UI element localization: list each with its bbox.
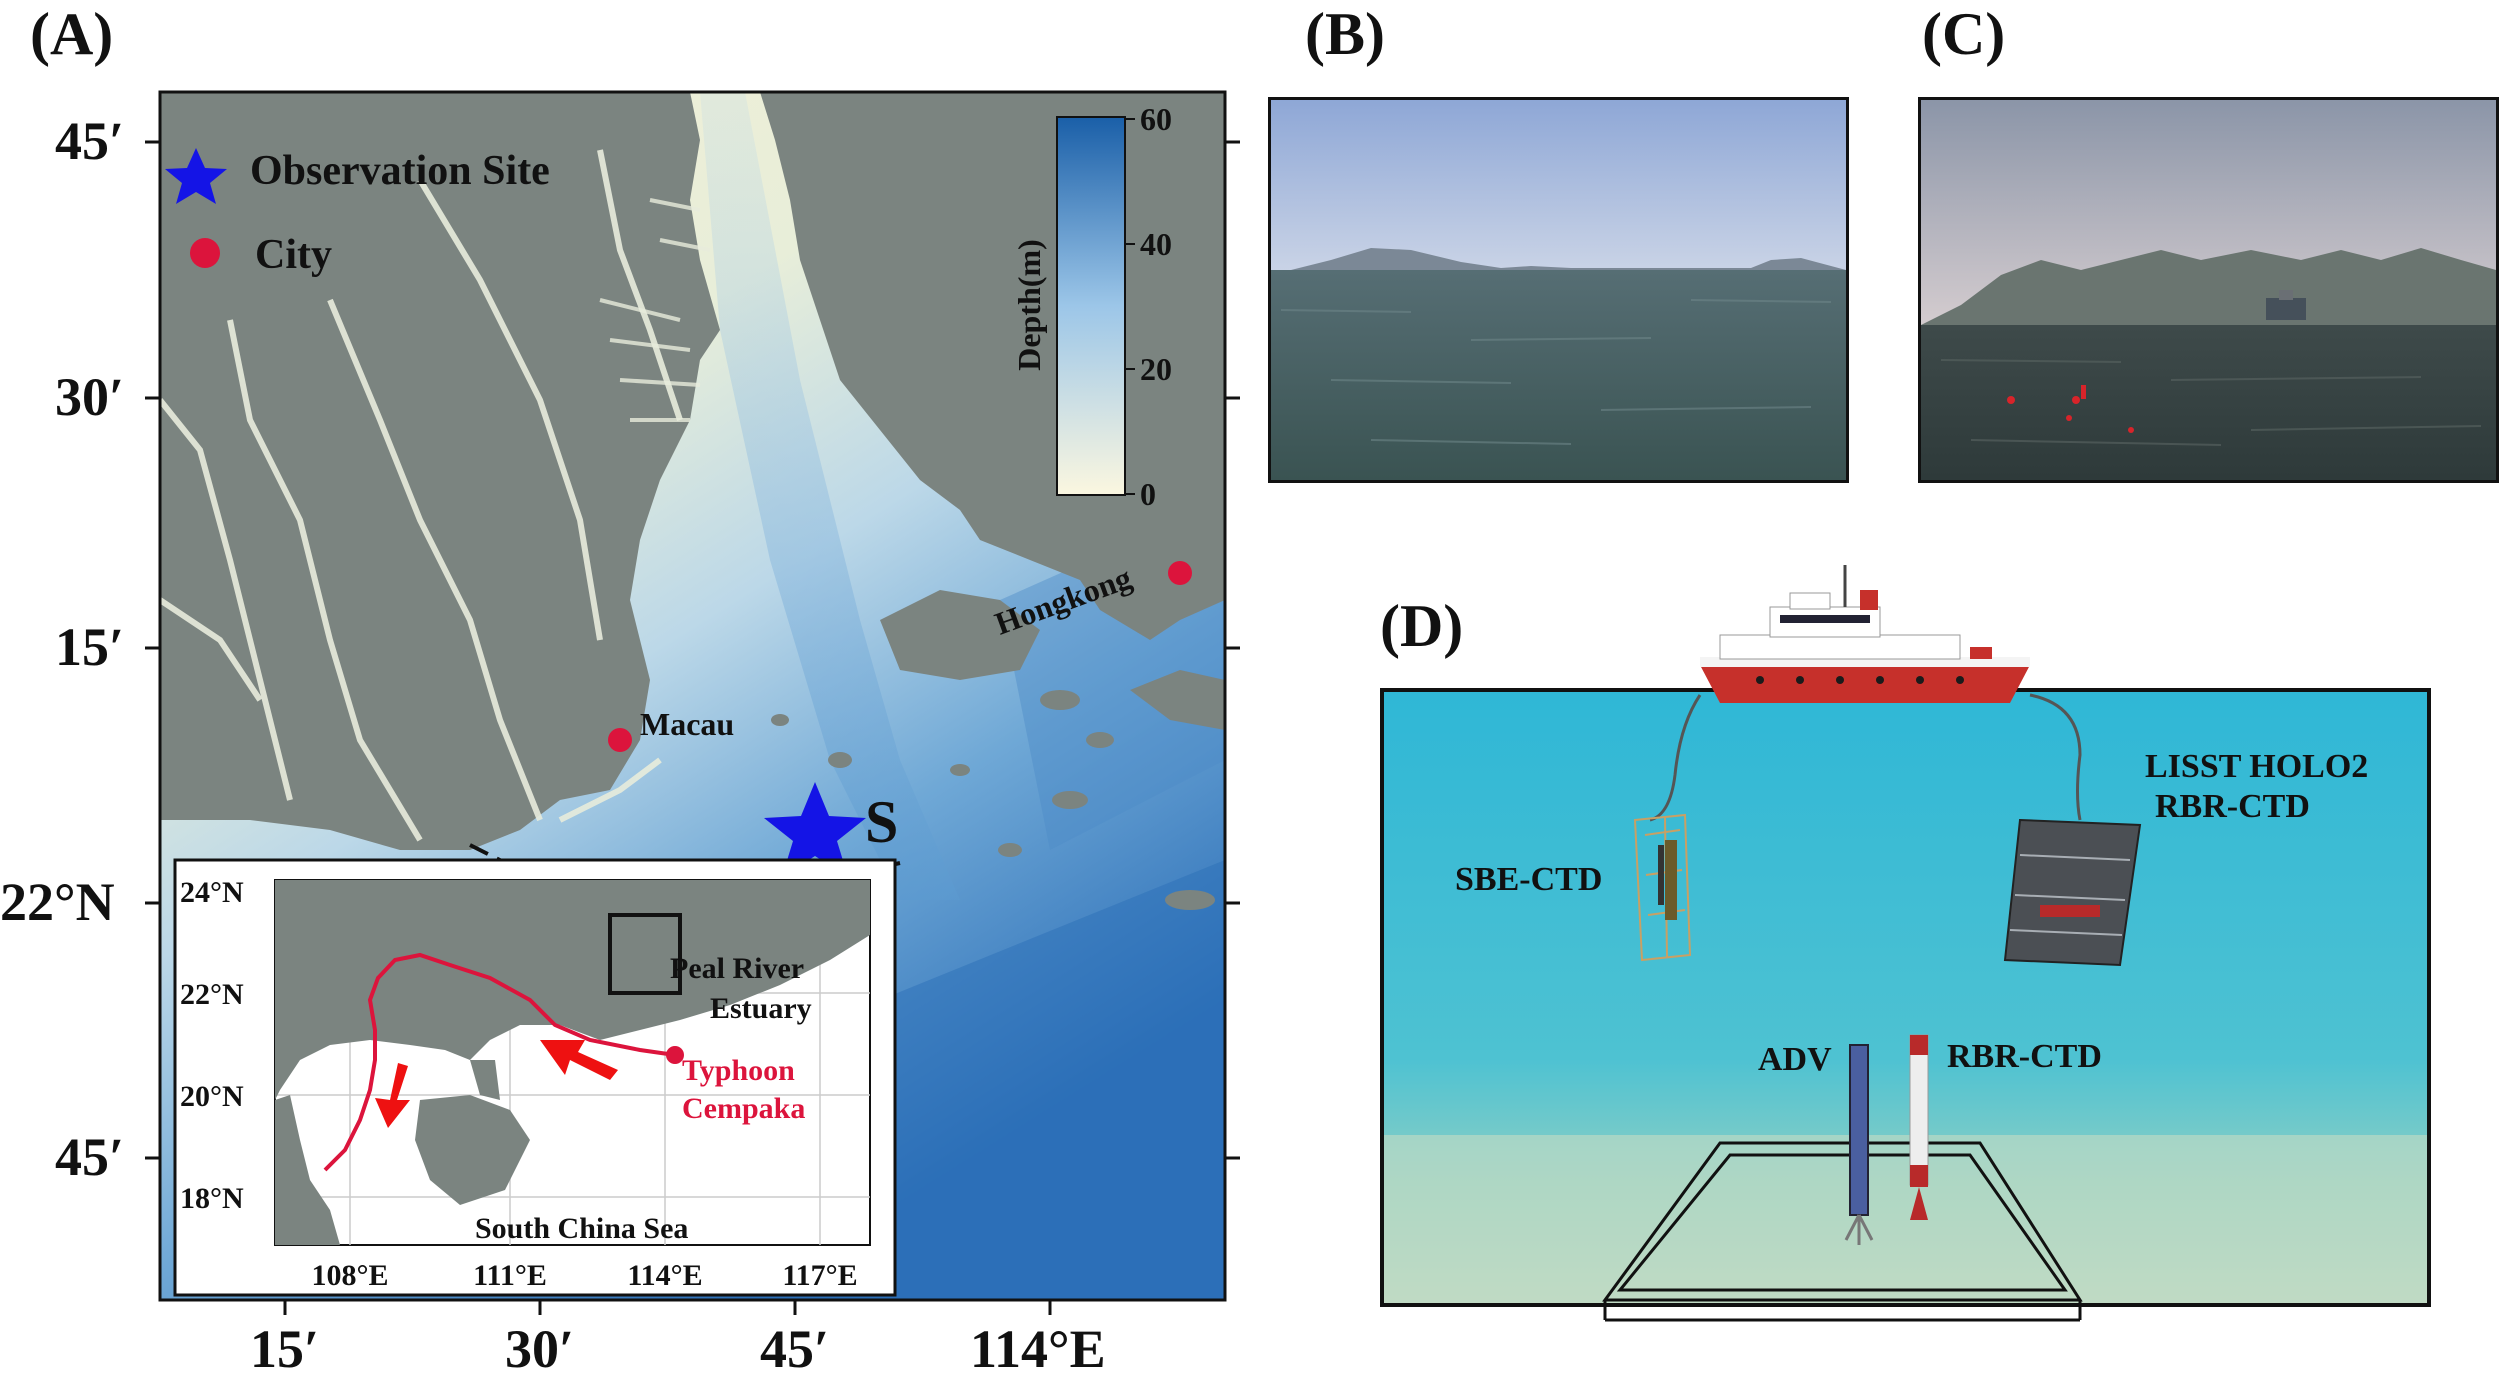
inset-lon-tick: 111°E xyxy=(473,1259,547,1292)
map-lon-tick: 30′ xyxy=(505,1319,575,1379)
legend-site-label: Observation Site xyxy=(250,148,550,194)
colorbar-tick-60: 60 xyxy=(1140,101,1172,137)
map-lat-tick: 45′ xyxy=(55,111,125,171)
typhoon-track xyxy=(323,952,676,1172)
site-marker-label: S xyxy=(865,789,898,855)
panel-label-d: (D) xyxy=(1380,593,1464,659)
inset-map: Peal River Estuary Typhoon Cempaka South… xyxy=(173,858,897,1297)
map-lon-tick: 114°E xyxy=(970,1319,1106,1379)
colorbar-tick-20: 20 xyxy=(1140,351,1172,387)
inset-hainan xyxy=(415,1095,530,1205)
photo-sea-surface-b xyxy=(1268,97,1849,483)
inset-lat-tick: 18°N xyxy=(180,1182,244,1215)
label-lisst-rbr-ctd: RBR-CTD xyxy=(2155,788,2310,825)
inset-lon-tick: 114°E xyxy=(627,1259,702,1292)
macau-dot-icon xyxy=(608,728,632,752)
land-west xyxy=(160,92,720,850)
inset-lon-tick: 108°E xyxy=(311,1259,388,1292)
inset-lat-tick: 24°N xyxy=(180,876,244,909)
lisst-cage-icon xyxy=(2003,818,2142,967)
typhoon-direction-arrow-icon-2 xyxy=(375,1063,410,1128)
inset-typhoon-label-2: Cempaka xyxy=(682,1092,805,1125)
map-lat-tick: 45′ xyxy=(55,1127,125,1187)
hongkong-dot-icon xyxy=(1168,561,1192,585)
label-lisst-holo2: LISST HOLO2 xyxy=(2145,748,2368,785)
map-lon-tick: 45′ xyxy=(760,1319,830,1379)
observation-site-star-icon xyxy=(764,782,866,877)
colorbar-tick-40: 40 xyxy=(1140,226,1172,262)
bottom-frame xyxy=(1602,1141,2083,1322)
panel-label-c: (C) xyxy=(1922,1,2006,67)
inset-lon-tick: 117°E xyxy=(782,1259,857,1292)
map-lat-tick: 15′ xyxy=(55,617,125,677)
map-lat-tick: 30′ xyxy=(55,367,125,427)
label-adv: ADV xyxy=(1758,1041,1832,1078)
rbr-ctd-instrument-icon xyxy=(1909,1034,1929,1220)
typhoon-direction-arrow-icon xyxy=(540,1040,618,1080)
label-rbr-ctd: RBR-CTD xyxy=(1947,1038,2102,1075)
study-area-map: 60 40 20 0 Depth(m) Observation Site Cit… xyxy=(145,90,1240,1315)
panel-label-a: (A) xyxy=(30,1,114,67)
inset-lat-tick: 20°N xyxy=(180,1080,244,1113)
panel-label-b: (B) xyxy=(1305,1,1385,67)
label-sbe-ctd: SBE-CTD xyxy=(1455,861,1602,898)
adv-instrument-icon xyxy=(1844,1044,1874,1245)
colorbar-title: Depth(m) xyxy=(1011,239,1047,371)
inset-estuary-label-1: Peal River xyxy=(670,952,804,985)
colorbar-tick-0: 0 xyxy=(1140,476,1156,512)
map-lon-tick: 15′ xyxy=(250,1319,320,1379)
inset-land xyxy=(275,880,870,1100)
inset-estuary-label-2: Estuary xyxy=(710,992,812,1025)
map-lat-tick: 22°N xyxy=(0,872,115,932)
city-legend-dot-icon xyxy=(190,238,220,268)
inset-typhoon-label-1: Typhoon xyxy=(682,1054,795,1087)
depth-colorbar xyxy=(1056,116,1126,496)
site-legend-star-icon xyxy=(165,148,227,204)
inset-sea-label: South China Sea xyxy=(475,1212,688,1245)
instrument-deployment-diagram: SBE-CTD LISST HOLO2 RBR-CTD ADV RBR-CTD xyxy=(1380,555,2500,1335)
ship-icon xyxy=(1700,565,2030,703)
photo-sea-surface-c xyxy=(1918,97,2499,483)
city-label-macau: Macau xyxy=(640,706,734,742)
legend-city-label: City xyxy=(255,232,332,278)
inset-lat-tick: 22°N xyxy=(180,978,244,1011)
